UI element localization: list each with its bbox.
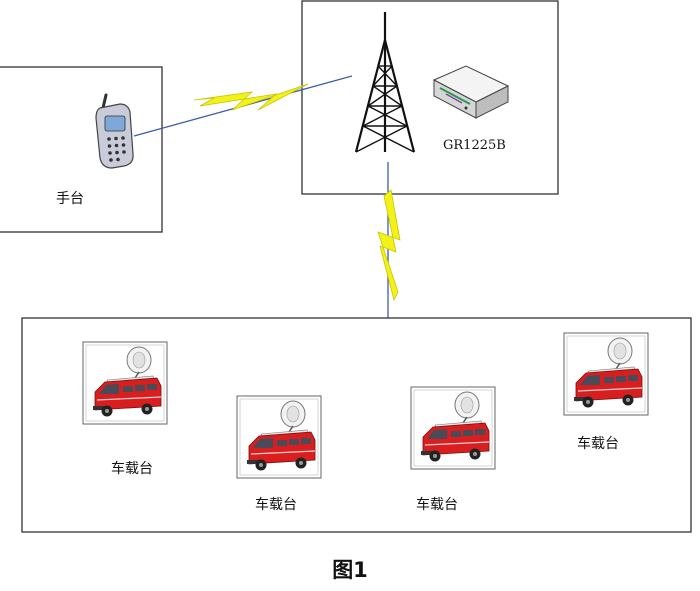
vehicle-station-2: 车载台: [236, 395, 322, 513]
radio-tower-icon: [354, 12, 416, 153]
repeater-device-icon: [432, 65, 510, 119]
handset-box: [0, 66, 163, 233]
device-model-label: GR1225B: [443, 138, 506, 153]
fire-truck-icon: [563, 332, 649, 416]
fire-truck-icon: [410, 386, 496, 470]
vehicle-label: 车载台: [111, 460, 153, 477]
vehicle-station-3: 车载台: [410, 386, 496, 513]
fire-truck-icon: [236, 395, 322, 479]
vehicle-label: 车载台: [577, 435, 619, 452]
handset-label: 手台: [56, 191, 84, 207]
mobile-phone-icon: [95, 93, 134, 169]
vehicle-station-4: 车载台: [563, 332, 649, 452]
lightning-bolt-icon: [377, 189, 401, 302]
radio-link-handset: [133, 75, 353, 137]
lightning-bolt-icon: [193, 83, 309, 111]
radio-link-vehicles: [377, 162, 401, 318]
vehicle-label: 车载台: [416, 496, 458, 513]
vehicle-label: 车载台: [255, 496, 297, 513]
vehicle-station-1: 车载台: [82, 341, 168, 477]
figure-caption: 图1: [332, 558, 368, 582]
fire-truck-icon: [82, 341, 168, 425]
vehicle-network-box: [21, 317, 692, 533]
base-station-box: [301, 0, 559, 195]
